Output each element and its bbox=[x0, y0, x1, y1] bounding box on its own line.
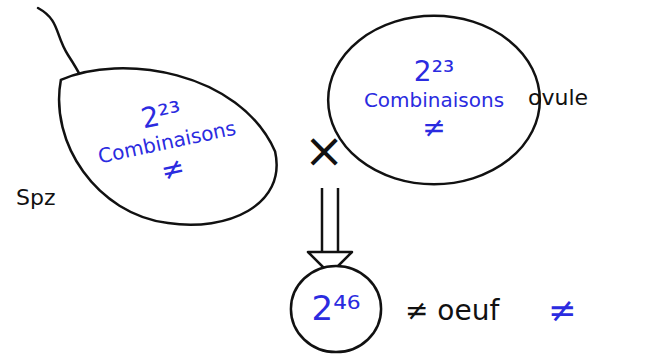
node-text: ≠ bbox=[422, 112, 445, 144]
different-sign: ≠ bbox=[548, 292, 577, 329]
egg-circle: 2⁴⁶ bbox=[290, 265, 382, 353]
node-text: 2⁴⁶ bbox=[312, 289, 361, 328]
double-arrow-shaft bbox=[321, 188, 324, 252]
node-text-group: 2²³Combinaisons≠ bbox=[364, 56, 504, 143]
node-text: 2²³ bbox=[414, 56, 454, 88]
ovule-label: ovule bbox=[528, 86, 588, 110]
egg-note: ≠ oeuf bbox=[405, 296, 499, 327]
sperm-head: 2²³Combinaisons≠ bbox=[49, 53, 287, 232]
egg-circle-shape bbox=[291, 266, 381, 352]
sperm-label: Spz bbox=[16, 186, 55, 210]
sperm-head-shape bbox=[59, 68, 277, 225]
node-text-group: 2⁴⁶ bbox=[312, 289, 361, 328]
times-sign: × bbox=[304, 124, 344, 177]
double-arrow-shaft bbox=[337, 188, 340, 252]
ovule-circle: 2²³Combinaisons≠ bbox=[326, 14, 542, 186]
ovule-circle-shape bbox=[328, 16, 540, 185]
node-text: Combinaisons bbox=[364, 89, 504, 112]
node-text: ≠ bbox=[158, 151, 188, 187]
